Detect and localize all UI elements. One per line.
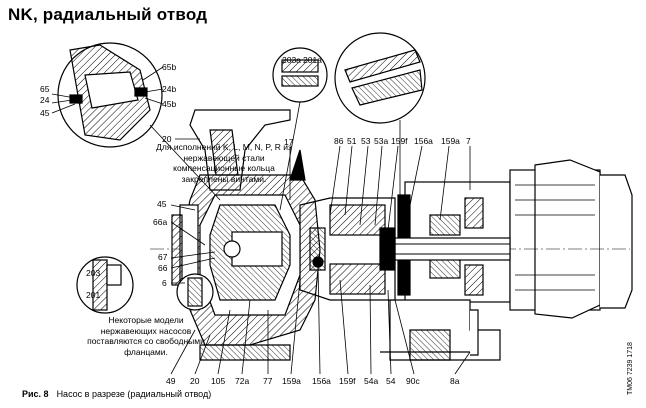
label-54a: 54a [364, 376, 378, 386]
label-77: 77 [263, 376, 273, 386]
label-105: 105 [211, 376, 225, 386]
label-201: 201 [86, 290, 100, 300]
label-17: 17 [284, 137, 294, 147]
label-203: 203 [86, 268, 100, 278]
figure-caption-text: Насос в разрезе (радиальный отвод) [56, 389, 212, 399]
label-201a: 201a [303, 55, 322, 65]
label-51: 51 [347, 136, 357, 146]
figure-caption: Рис. 8 Насос в разрезе (радиальный отвод) [22, 389, 211, 399]
page-title: NK, радиальный отвод [8, 5, 208, 24]
motor-base [380, 299, 501, 361]
label-20-bottom: 20 [190, 376, 200, 386]
detail-circle-wear-ring [272, 47, 328, 211]
label-8a: 8a [450, 376, 460, 386]
detail-circle-flange [76, 256, 214, 314]
label-53: 53 [361, 136, 371, 146]
label-49: 49 [166, 376, 176, 386]
label-20: 20 [162, 134, 172, 144]
label-72a: 72a [235, 376, 249, 386]
label-159f-bottom: 159f [339, 376, 356, 386]
label-45-lower: 45 [157, 199, 167, 209]
label-67: 67 [158, 252, 168, 262]
pump-casing [171, 109, 321, 361]
label-54: 54 [386, 376, 396, 386]
detail-circle-seal [334, 32, 426, 210]
bearing-bracket [299, 197, 396, 301]
label-45b: 45b [162, 99, 176, 109]
label-90c: 90c [406, 376, 420, 386]
figure-number: Рис. 8 [22, 389, 49, 399]
label-65b: 65b [162, 62, 176, 72]
label-6: 6 [162, 278, 167, 288]
detail-circle-impeller-ring [57, 42, 221, 201]
note-loose-flanges: Некоторые модели нержавеющих насосов пос… [87, 315, 205, 357]
label-203a: 203a [282, 55, 301, 65]
label-159a-bottom: 159a [282, 376, 301, 386]
label-156a: 156a [414, 136, 433, 146]
label-156a-bottom: 156a [312, 376, 331, 386]
label-159a: 159a [441, 136, 460, 146]
label-66: 66 [158, 263, 168, 273]
label-159f: 159f [391, 136, 408, 146]
part-labels: 65 24 45 65b 24b 45b 20 17 45 66a 67 66 … [40, 55, 471, 386]
leader-lines [51, 66, 471, 375]
label-45: 45 [40, 108, 50, 118]
document-number: TM06 7239 1718 [627, 342, 634, 395]
label-53a: 53a [374, 136, 388, 146]
label-66a: 66a [153, 217, 167, 227]
label-65: 65 [40, 84, 50, 94]
label-24b: 24b [162, 84, 176, 94]
note-stainless-rings: Для исполнений K, L, M, N, P, R из нержа… [156, 142, 292, 184]
label-86: 86 [334, 136, 344, 146]
label-24: 24 [40, 95, 50, 105]
label-7: 7 [466, 136, 471, 146]
